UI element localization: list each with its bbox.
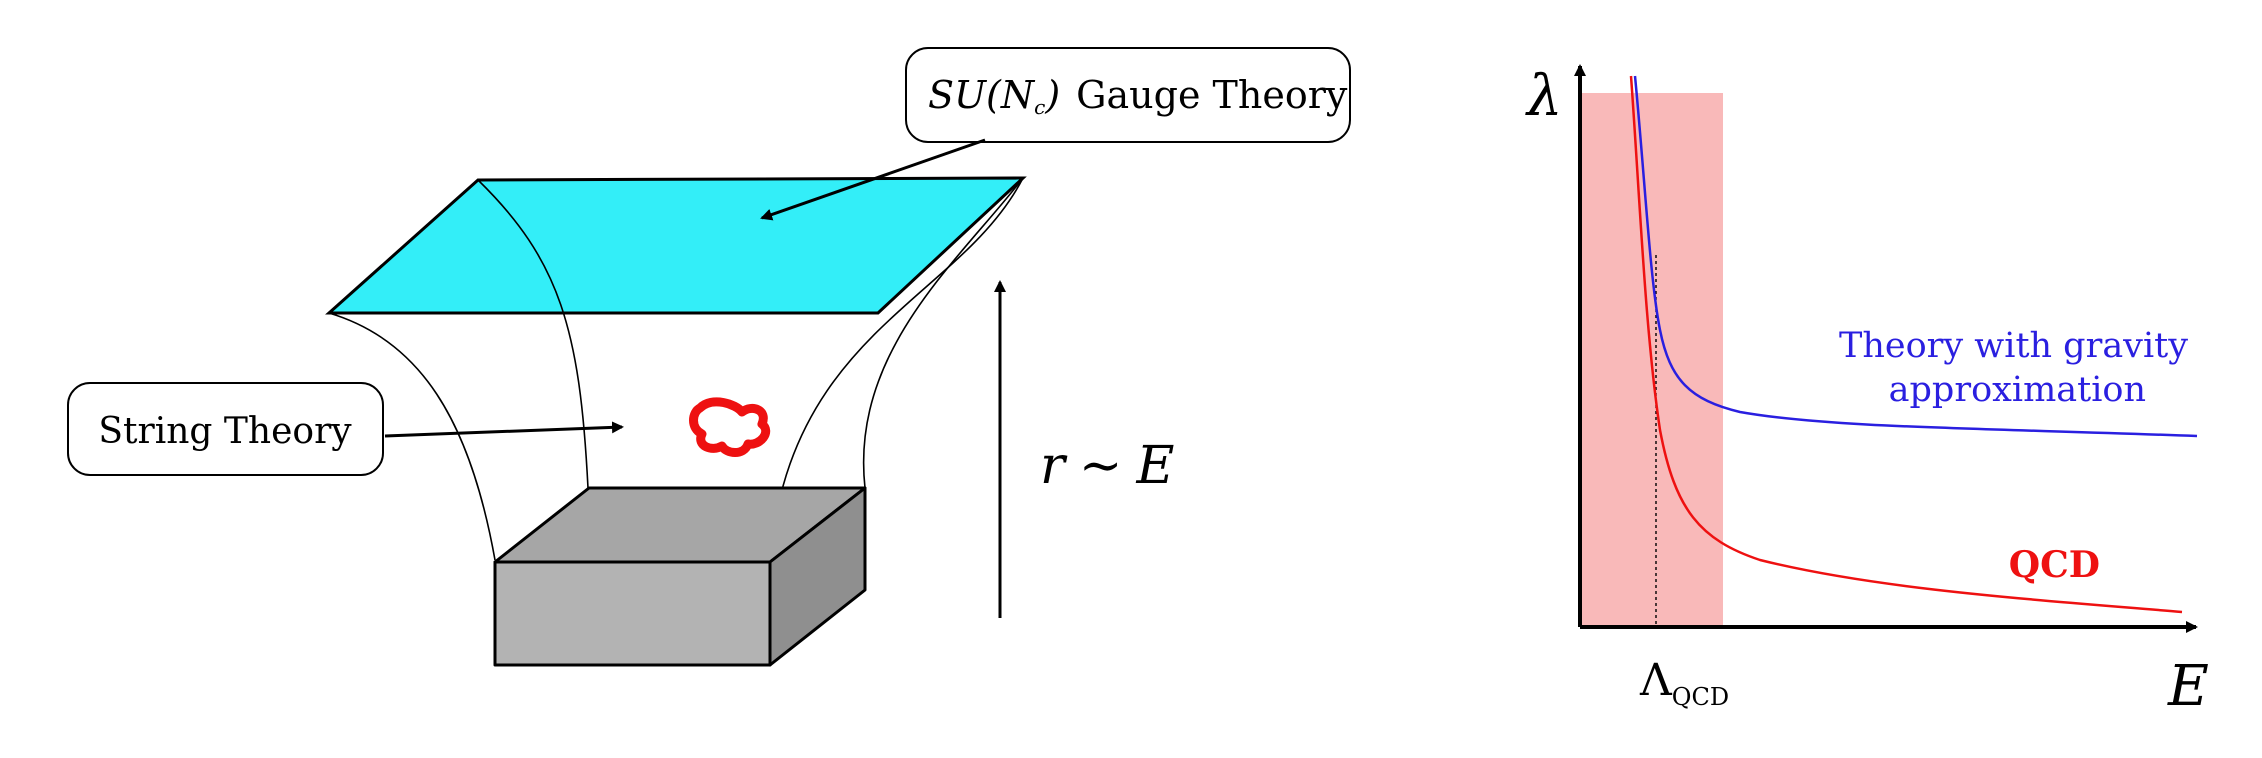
- right-chart: λ E ΛQCD Theory with gravity approximati…: [1525, 64, 2209, 719]
- radial-label-E: E: [1135, 436, 1174, 496]
- qcd-curve: [1629, 75, 2183, 614]
- funnel-curves: [328, 177, 1024, 561]
- radial-label-r: r: [1040, 436, 1068, 496]
- y-axis-label: λ: [1525, 64, 1563, 129]
- gravity-label-line2: approximation: [1889, 370, 2146, 410]
- radial-label-sim: ∼: [1079, 436, 1123, 496]
- string-label-box: [67, 382, 384, 476]
- gauge-label-close: ): [1044, 73, 1060, 117]
- string-arrow: [384, 421, 624, 438]
- radial-label: r∼E: [1040, 436, 1174, 496]
- gravity-label-line1: Theory with gravity: [1839, 326, 2188, 366]
- gauge-label-sub: c: [1034, 95, 1045, 119]
- gauge-arrow: [760, 138, 986, 221]
- qcd-label: QCD: [2009, 544, 2100, 586]
- gauge-label: SU(Nc) Gauge Theory: [928, 73, 1348, 119]
- gravity-curve: [1633, 75, 2198, 438]
- gauge-label-math: SU(N: [928, 73, 1036, 117]
- boundary-box: [493, 486, 867, 667]
- gauge-label-text: Gauge Theory: [1076, 73, 1348, 117]
- gauge-label-box: [905, 47, 1351, 143]
- x-axis-label: E: [2167, 654, 2209, 719]
- x-tick-main: Λ: [1639, 655, 1673, 706]
- x-tick-lambda-qcd: ΛQCD: [1639, 655, 1729, 711]
- left-diagram: SU(Nc) Gauge Theory String Theory r∼E: [67, 47, 1351, 667]
- x-tick-sub: QCD: [1672, 683, 1729, 711]
- string-label: String Theory: [98, 411, 352, 452]
- box-front-face: [493, 560, 772, 667]
- gauge-theory-plane: [325, 176, 1027, 315]
- string-loop-icon: [689, 397, 771, 457]
